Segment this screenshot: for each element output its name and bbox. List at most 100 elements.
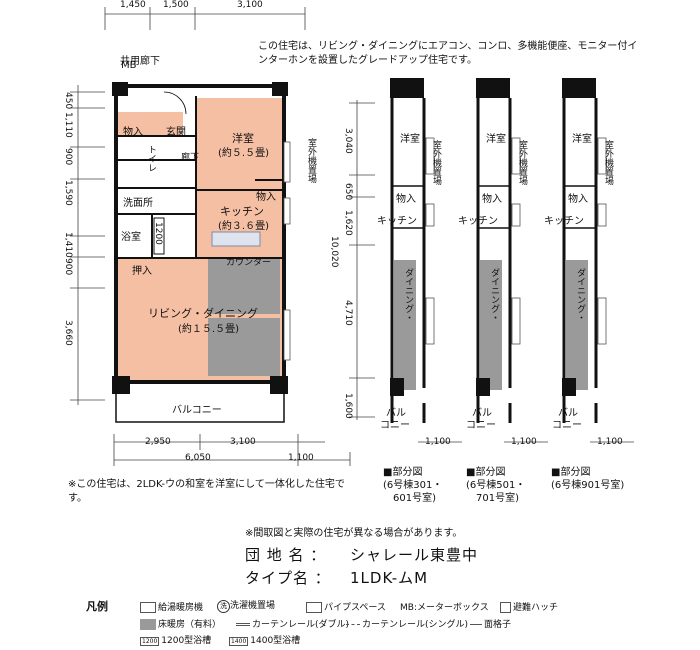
- floor-heat-icon: [140, 619, 156, 630]
- washroom-label: 洗面所: [123, 198, 153, 209]
- elev3-ac-unit: 室外機置場: [603, 140, 613, 185]
- kitchen-size: (約３.６畳): [218, 221, 269, 232]
- western-room-size: (約５.５畳): [218, 148, 269, 159]
- dim-left-1: 450: [63, 92, 73, 110]
- legend-title: 凡例: [86, 600, 108, 613]
- elev2-western-1: 洋室: [486, 134, 506, 145]
- toilet-label: トイレ: [146, 145, 156, 172]
- entrance-label: 玄関: [166, 127, 186, 138]
- legend-item-curtain-single: カーテンレール(シングル): [346, 617, 468, 630]
- storage2-label: 物入: [256, 192, 276, 203]
- dim-top-3: 3,100: [237, 0, 263, 10]
- elev3-kitchen: キッチン: [544, 216, 584, 227]
- dim-top-2: 1,500: [163, 0, 189, 10]
- elev1-living: ダイニング・: [403, 268, 413, 322]
- bath-size-label: 1200: [153, 222, 163, 245]
- dim-left-7: 3,660: [63, 320, 73, 346]
- elev3-dim: 1,100: [597, 437, 623, 447]
- water-heater-icon: [140, 602, 156, 613]
- dim-bottom-2: 3,100: [230, 437, 256, 447]
- kitchen-label: キッチン: [220, 205, 264, 218]
- partial-elevations: [390, 78, 607, 423]
- elevation-dim-lines: [418, 441, 634, 443]
- lattice-icon: [470, 624, 482, 625]
- dim-right-4: 4,710: [343, 300, 353, 326]
- elev2-living: ダイニング・: [489, 268, 499, 322]
- dim-bottom-4: 1,100: [288, 453, 314, 463]
- elev1-storage: 物入: [396, 194, 416, 205]
- counter-label: カウンター: [226, 258, 272, 268]
- elevation-1: [390, 78, 435, 423]
- western-room-fill: [196, 98, 282, 190]
- dim-left-5: 1,410: [63, 232, 73, 258]
- elev1-dim: 1,100: [425, 437, 451, 447]
- curtain-double-icon: [236, 623, 250, 626]
- complex-name-label: 団 地 名 ：: [245, 546, 327, 564]
- elev2-kitchen: キッチン: [458, 216, 498, 227]
- legend-item-meter-box: MB:メーターボックス: [400, 603, 489, 613]
- partial-label-3: ■部分図 (6号棟901号室): [551, 467, 625, 491]
- floor-heat-2: [208, 318, 280, 376]
- bath1200-icon: 1200: [140, 637, 160, 646]
- dim-left-3: 900: [63, 148, 73, 166]
- hallway-label: 廊下: [181, 153, 200, 163]
- elev3-living: ダイニング・: [575, 268, 585, 322]
- floor-heat-1: [208, 258, 280, 314]
- elev1-western-1: 洋室: [400, 134, 420, 145]
- elev3-storage: 物入: [568, 194, 588, 205]
- closet-fill: [118, 258, 166, 280]
- dim-right-1: 3,040: [343, 128, 353, 154]
- living-size: (約１５.５畳): [178, 324, 239, 335]
- living-label: リビング・ダイニング: [148, 307, 258, 320]
- kitchen-fill: [196, 190, 282, 258]
- elev1-balcony-2: コニー: [380, 420, 410, 431]
- elev3-western-1: 洋室: [572, 134, 592, 145]
- ac-unit-label: 室外機置場: [306, 138, 316, 183]
- washer-icon: 洗: [217, 600, 230, 613]
- legend-item-curtain-double: カーテンレール(ダブル): [236, 617, 349, 630]
- dim-left-4: 1,590: [63, 180, 73, 206]
- elev2-balcony-2: コニー: [466, 420, 496, 431]
- elevation-3: [562, 78, 607, 423]
- elev2-dim: 1,100: [511, 437, 537, 447]
- elev2-ac-unit: 室外機置場: [517, 140, 527, 185]
- closet-label: 押入: [132, 266, 152, 277]
- dim-right-2: 650: [343, 183, 353, 201]
- complex-name-value: シャレール東豊中: [350, 546, 479, 564]
- type-name-label: タイプ名 ：: [245, 569, 331, 587]
- elev1-ac-unit: 室外機置場: [431, 140, 441, 185]
- elev3-balcony-2: コニー: [552, 420, 582, 431]
- storage1-label: 物入: [123, 127, 143, 138]
- corridor-label: 共用廊下: [120, 56, 160, 67]
- elev2-balcony-1: バル: [472, 408, 492, 419]
- balcony-label: バルコニー: [172, 405, 222, 416]
- partial-label-2: ■部分図 (6号棟501・ 701号室): [466, 467, 526, 504]
- elevation-2: [476, 78, 521, 423]
- disclaimer-text: ※間取図と実際の住宅が異なる場合があります。: [245, 528, 463, 539]
- dim-top-1: 1,450: [120, 0, 146, 10]
- pipe-space-icon: [306, 602, 322, 613]
- bath1400-icon: 1400: [229, 637, 249, 646]
- curtain-single-icon: [346, 624, 360, 625]
- dim-left-2: 1,110: [63, 112, 73, 138]
- type-name-value: 1LDK-ムM: [350, 569, 429, 587]
- legend-item-lattice: 面格子: [470, 617, 511, 630]
- dim-bottom-1: 2,950: [145, 437, 171, 447]
- note-text: ※この住宅は、2LDK-ウの和室を洋室にして一体化した住宅です。: [68, 479, 345, 504]
- elev2-storage: 物入: [482, 194, 502, 205]
- dimension-lines-top: [104, 7, 306, 30]
- elev1-balcony-1: バル: [386, 408, 406, 419]
- dim-bottom-3: 6,050: [185, 453, 211, 463]
- description-text: この住宅は、リビング・ダイニングにエアコン、コンロ、多機能便座、モニター付インタ…: [258, 41, 638, 66]
- dim-right-3: 1,620: [343, 210, 353, 236]
- partial-label-1: ■部分図 (6号棟301・ 601号室): [383, 467, 443, 504]
- legend-item-water-heater: 給湯暖房機: [140, 600, 203, 613]
- elev1-kitchen: キッチン: [377, 216, 417, 227]
- hatch-icon: [500, 602, 511, 613]
- dimension-lines-right: [349, 100, 375, 420]
- dim-right-total: 10,020: [329, 236, 339, 268]
- dimension-lines-left: [70, 85, 105, 405]
- storage1-fill: [118, 112, 183, 136]
- legend-item-pipe-space: パイプスペース: [306, 600, 386, 613]
